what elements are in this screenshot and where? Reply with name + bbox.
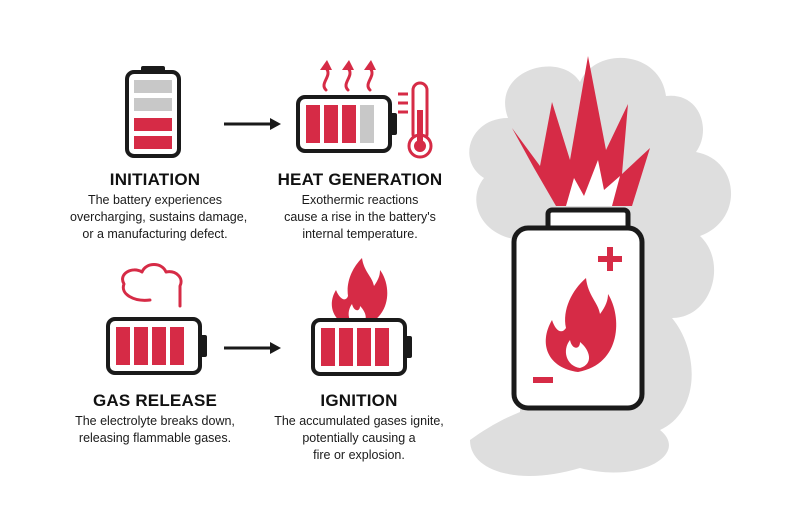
battery-heat-icon [296, 60, 433, 159]
step-description-line: internal temperature. [302, 227, 418, 241]
battery-partial-icon [125, 66, 181, 158]
step-title: IGNITION [320, 391, 398, 410]
step-description-line: The accumulated gases ignite, [274, 414, 444, 428]
step-description-line: cause a rise in the battery's [284, 210, 436, 224]
step-heat-generation: HEAT GENERATION Exothermic reactions cau… [272, 170, 448, 243]
step-description: The accumulated gases ignite, potentiall… [266, 413, 452, 464]
step-description-line: potentially causing a [302, 431, 416, 445]
step-description-line: Exothermic reactions [301, 193, 419, 207]
minus-icon [533, 377, 553, 383]
step-title: INITIATION [109, 170, 201, 189]
flame-icon [545, 278, 617, 372]
thermometer-icon [398, 81, 433, 159]
arrow-right-icon [224, 342, 281, 354]
battery-gas-icon [106, 263, 207, 375]
step-initiation: INITIATION The battery experiences overc… [70, 170, 248, 243]
step-title: GAS RELEASE [92, 391, 218, 410]
step-gas-release: GAS RELEASE The electrolyte breaks down,… [62, 391, 248, 447]
explosion-icon [512, 56, 650, 206]
gas-cloud-icon [121, 263, 183, 308]
step-description-line: overcharging, sustains damage, [70, 210, 248, 224]
arrow-right-icon [224, 118, 281, 130]
step-description-line: or a manufacturing defect. [82, 227, 228, 241]
step-description: The battery experiences overcharging, su… [70, 192, 248, 243]
step-description-line: The electrolyte breaks down, [75, 414, 235, 428]
step-description-line: releasing flammable gases. [78, 431, 232, 445]
heat-waves-icon [322, 66, 374, 92]
flame-icon [331, 258, 388, 328]
battery-fire-icon [311, 258, 412, 376]
step-ignition: IGNITION The accumulated gases ignite, p… [266, 391, 452, 464]
battery-explosion-icon [469, 56, 732, 476]
step-title: HEAT GENERATION [277, 170, 443, 189]
step-description: Exothermic reactions cause a rise in the… [272, 192, 448, 243]
step-description-line: The battery experiences [87, 193, 223, 207]
step-description-line: fire or explosion. [313, 448, 405, 462]
step-description: The electrolyte breaks down, releasing f… [62, 413, 248, 447]
plus-icon [598, 247, 622, 271]
